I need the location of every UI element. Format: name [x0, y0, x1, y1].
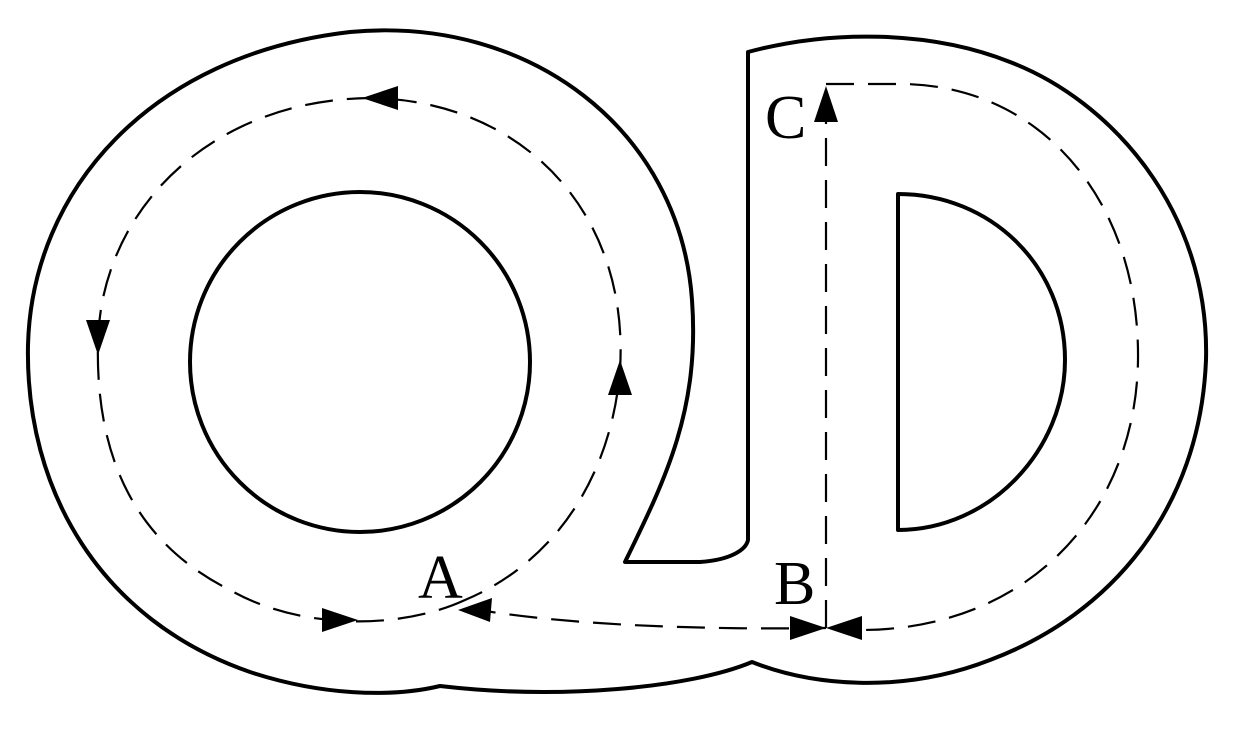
inner-d-island [896, 192, 1067, 532]
arrow-top-left [362, 86, 398, 110]
label-point-b: B [774, 550, 815, 618]
dashed-path-a-to-b [467, 606, 827, 630]
arrow-bottom-right [322, 608, 358, 632]
dashed-loop-circle [96, 96, 622, 623]
arrow-into-b-right [790, 616, 826, 640]
arrow-at-a-left [458, 598, 492, 622]
dashed-loop-d [826, 82, 1140, 632]
label-point-a: A [418, 544, 463, 612]
inner-circle-island [188, 190, 532, 534]
outer-track-boundary [25, 28, 1209, 695]
arrow-right-up [608, 360, 632, 395]
label-point-c: C [765, 84, 806, 152]
arrow-up-at-c [814, 86, 838, 122]
arrow-left-down [86, 320, 110, 355]
arrow-into-b-left [826, 616, 862, 640]
